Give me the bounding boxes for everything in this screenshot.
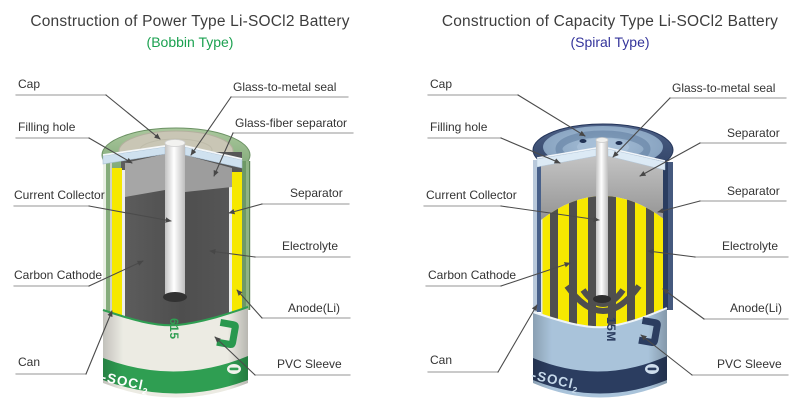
model-marking-left: 615 (167, 318, 181, 340)
label-electrolyte-right: Electrolyte (722, 239, 779, 253)
label-filling-hole-left: Filling hole (18, 120, 76, 134)
label-glass-to-metal-seal-left: Glass-to-metal seal (233, 80, 337, 94)
label-separator-right: Separator (727, 184, 780, 198)
label-carbon-cathode-left: Carbon Cathode (14, 268, 103, 282)
label-filling-hole-right: Filling hole (430, 120, 488, 134)
label-anode-right: Anode(Li) (730, 301, 783, 315)
label-current-collector-right: Current Collector (426, 188, 517, 202)
bobbin-battery-illustration: 615 -SOCl2 (100, 127, 251, 398)
label-carbon-cathode-right: Carbon Cathode (428, 268, 517, 282)
label-anode-left: Anode(Li) (288, 301, 341, 315)
model-marking-right: 15M (604, 317, 618, 342)
label-can-right: Can (430, 353, 453, 367)
brand-logo-left (216, 319, 239, 348)
label-glass-to-metal-seal-right: Glass-to-metal seal (672, 81, 776, 95)
label-pvc-sleeve-right: PVC Sleeve (717, 357, 782, 371)
label-current-collector-left: Current Collector (14, 188, 105, 202)
current-collector-pin-right (596, 140, 608, 300)
label-electrolyte-left: Electrolyte (282, 239, 339, 253)
leader-lines-right-panel (423, 94, 789, 376)
label-cap-right: Cap (430, 77, 453, 91)
right-panel-title: Construction of Capacity Type Li-SOCl2 B… (441, 13, 779, 30)
spiral-battery-illustration: 15M -SOCl2 (530, 123, 674, 398)
label-cap-left: Cap (18, 77, 41, 91)
label-separator-top-right: Separator (727, 126, 780, 140)
label-glass-fiber-separator-left: Glass-fiber separator (235, 116, 348, 130)
current-collector-pin-left (165, 143, 185, 298)
left-panel-title: Construction of Power Type Li-SOCl2 Batt… (30, 13, 350, 30)
label-can-left: Can (18, 355, 41, 369)
label-separator-left: Separator (290, 186, 343, 200)
leader-lines-left-panel (13, 94, 354, 376)
left-panel-subtitle: (Bobbin Type) (146, 34, 234, 50)
label-pvc-sleeve-left: PVC Sleeve (277, 357, 342, 371)
right-panel-subtitle: (Spiral Type) (570, 34, 650, 50)
